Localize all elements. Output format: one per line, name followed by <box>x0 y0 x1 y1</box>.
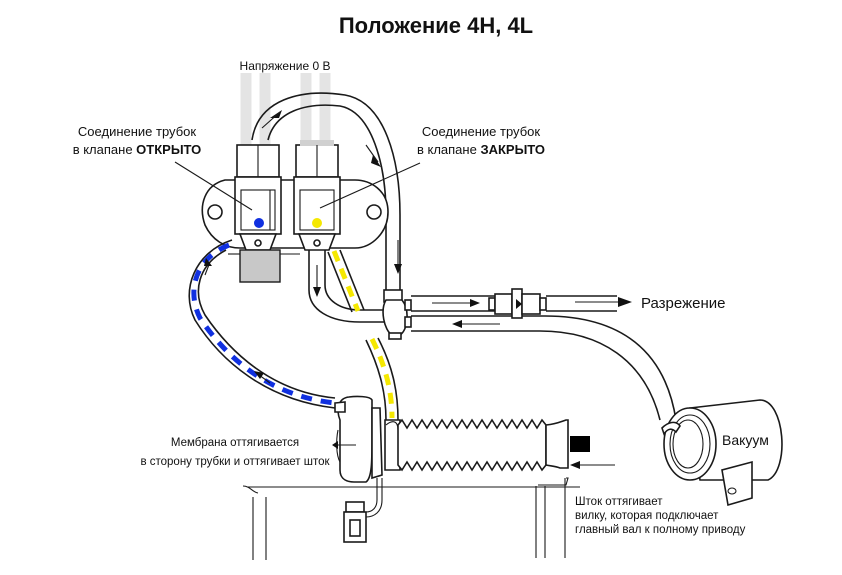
vacuum-tank-label: Вакуум <box>722 432 769 448</box>
frame-structure <box>242 477 580 560</box>
vacuum-out-label: Разрежение <box>641 295 725 312</box>
closed-valve-leader <box>319 162 421 209</box>
push-rod <box>570 436 590 452</box>
closed-valve-outlet-hose <box>308 250 386 323</box>
open-valve-label-line2: в клапане ОТКРЫТО <box>73 142 202 157</box>
membrane-actuator <box>332 395 383 543</box>
gray-connector <box>239 249 281 283</box>
rod-label-line2: вилку, которая подключает <box>575 510 719 522</box>
closed-indicator-dot <box>312 218 322 228</box>
upper-arc-hose <box>251 92 402 295</box>
vacuum-tank <box>661 399 783 507</box>
solenoid-valve-open <box>234 144 282 251</box>
diagram-title: Положение 4H, 4L <box>339 13 533 38</box>
open-valve-label-line1: Соединение трубок <box>78 124 196 139</box>
t-junction <box>382 289 408 340</box>
open-valve-state: ОТКРЫТО <box>136 142 201 157</box>
membrane-label-line2: в сторону трубки и оттягивает шток <box>140 456 330 468</box>
electrical-wires <box>240 73 331 145</box>
open-line-hose <box>188 239 336 409</box>
open-indicator-dot <box>254 218 264 228</box>
membrane-label-line1: Мембрана оттягивается <box>171 437 299 449</box>
check-valve <box>488 288 547 319</box>
rod-label-line3: главный вал к полному приводу <box>575 524 746 536</box>
closed-valve-label-line1: Соединение трубок <box>422 124 540 139</box>
mount-hole-left <box>207 204 223 220</box>
rod-label-line1: Шток оттягивает <box>575 496 663 508</box>
solenoid-valve-closed <box>293 140 341 251</box>
rod-arrow <box>570 461 615 469</box>
closed-valve-state: ЗАКРЫТО <box>480 142 545 157</box>
bellows-boot <box>384 418 569 472</box>
closed-line-hose <box>327 249 399 421</box>
closed-valve-label-line2: в клапане ЗАКРЫТО <box>417 142 545 157</box>
mount-hole-right <box>366 204 382 220</box>
open-valve-leader <box>174 161 253 211</box>
voltage-label: Напряжение 0 В <box>240 59 331 73</box>
